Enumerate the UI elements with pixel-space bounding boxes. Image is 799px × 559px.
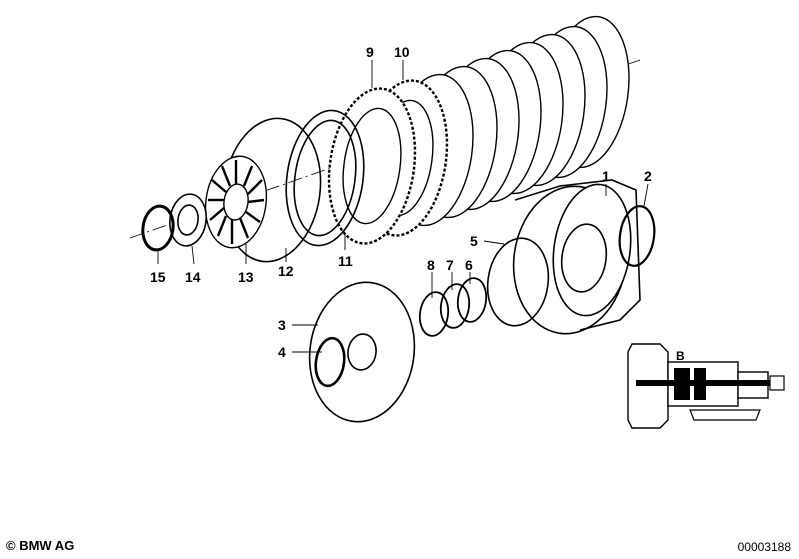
- spring-plate-13: [204, 155, 268, 249]
- callout-4: 4: [278, 344, 286, 360]
- callout-3: 3: [278, 317, 286, 333]
- image-number: 00003188: [737, 540, 791, 554]
- o-ring-5: [486, 237, 550, 327]
- seal-ring-4: [314, 336, 346, 388]
- callout-5: 5: [470, 233, 478, 249]
- callout-7: 7: [446, 257, 454, 273]
- location-inset: B: [627, 343, 785, 429]
- piston-3: [308, 281, 416, 423]
- copyright-notice: © BMW AG: [6, 538, 75, 553]
- seal-rings: [418, 277, 488, 337]
- callout-11: 11: [338, 253, 353, 269]
- callout-6: 6: [465, 257, 473, 273]
- callout-2: 2: [644, 168, 652, 184]
- pressure-plate-11: [285, 109, 365, 247]
- inset-label-b: B: [676, 349, 685, 363]
- leader-lines: [157, 60, 649, 353]
- slotted-nut-14: [169, 193, 207, 247]
- callout-13: 13: [238, 269, 254, 285]
- callout-1: 1: [602, 168, 610, 184]
- callout-8: 8: [427, 257, 435, 273]
- clutch-plate-stack: [327, 15, 630, 245]
- clutch-housing-1: [512, 179, 641, 335]
- callout-12: 12: [278, 263, 294, 279]
- callout-14: 14: [185, 269, 201, 285]
- o-ring-2: [618, 205, 656, 267]
- callout-15: 15: [150, 269, 166, 285]
- callout-9: 9: [366, 44, 374, 60]
- callout-10: 10: [394, 44, 410, 60]
- circlip-15: [141, 204, 175, 252]
